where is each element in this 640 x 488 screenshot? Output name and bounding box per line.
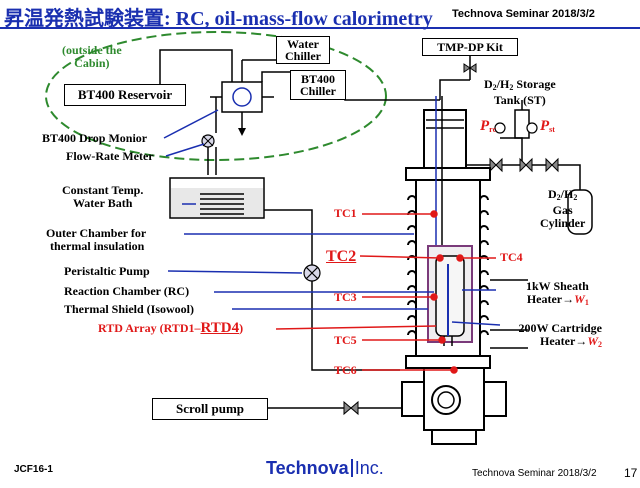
storage-tank-label: D2/H2 Storage Tank (ST) bbox=[484, 77, 556, 107]
header-seminar-label: Technova Seminar 2018/3/2 bbox=[452, 8, 595, 20]
sheath-heater-coils bbox=[407, 195, 489, 336]
label-pointers bbox=[163, 109, 501, 326]
outside-cabin-label: (outside the Cabin) bbox=[62, 43, 122, 70]
storage-tank bbox=[514, 109, 530, 139]
top-flange bbox=[405, 167, 491, 181]
tc4-label: TC4 bbox=[500, 250, 523, 264]
reaction-chamber bbox=[435, 255, 465, 337]
tc2-label: TC2 bbox=[326, 248, 357, 265]
flow-rate-meter-label: Flow-Rate Meter bbox=[66, 149, 154, 163]
rtd4-label: RTD4 bbox=[200, 320, 240, 336]
gas-cylinder-label: D2/H2 Gas Cylinder bbox=[540, 187, 586, 230]
water-bath-label: Constant Temp. Water Bath bbox=[62, 183, 144, 210]
tc6-label: TC6 bbox=[334, 363, 357, 377]
rtd-array-label: RTD Array (RTD1–RTD4) bbox=[98, 320, 244, 336]
header-rule bbox=[0, 27, 640, 29]
drop-monitor-assembly bbox=[210, 60, 274, 136]
prc-gauge bbox=[494, 122, 506, 134]
outer-chamber-label: Outer Chamber for thermal insulation bbox=[46, 226, 147, 253]
water-chiller-box: Water Chiller bbox=[276, 36, 330, 64]
page-title: 昇温発熱試験装置: RC, oil-mass-flow calorimetry bbox=[4, 8, 433, 30]
footer-seminar-label: Technova Seminar 2018/3/2 bbox=[472, 468, 597, 479]
logo-divider bbox=[350, 459, 353, 477]
pst-gauge bbox=[526, 122, 538, 134]
cabin-boundary-ellipse bbox=[45, 31, 387, 161]
bt400-reservoir-box: BT400 Reservoir bbox=[64, 84, 186, 106]
cartridge-heater-label: 200W Cartridge Heater→W2 bbox=[518, 321, 602, 350]
scroll-pump-box: Scroll pump bbox=[152, 398, 268, 420]
reservoir-pipe bbox=[159, 49, 233, 84]
tmp-dp-kit-box: TMP-DP Kit bbox=[422, 38, 518, 56]
upper-port bbox=[423, 109, 467, 169]
drop-monitor-label: BT400 Drop Monior bbox=[42, 131, 148, 145]
prc-label: Prc bbox=[480, 118, 497, 135]
tc5-label: TC5 bbox=[334, 333, 357, 347]
bt400-chiller-pipe bbox=[261, 71, 290, 82]
gas-cylinder bbox=[567, 189, 593, 235]
page-number: 17 bbox=[624, 466, 638, 480]
thermal-shield-label: Thermal Shield (Isowool) bbox=[64, 302, 195, 316]
thermocouple-pointers bbox=[275, 210, 496, 374]
bt400-chiller-box: BT400 Chiller bbox=[290, 70, 346, 100]
bt400-chiller-return bbox=[344, 82, 440, 101]
peristaltic-pump-label: Peristaltic Pump bbox=[64, 264, 150, 278]
pst-label: Pst bbox=[540, 118, 555, 135]
tc3-label: TC3 bbox=[334, 290, 357, 304]
footer-session-id: JCF16-1 bbox=[14, 464, 53, 475]
tc1-label: TC1 bbox=[334, 206, 357, 220]
sheath-heater-label: 1kW Sheath Heater→W1 bbox=[526, 279, 589, 308]
reaction-chamber-label: Reaction Chamber (RC) bbox=[64, 284, 190, 298]
lower-flange bbox=[405, 355, 491, 369]
bath-coil bbox=[200, 193, 244, 215]
